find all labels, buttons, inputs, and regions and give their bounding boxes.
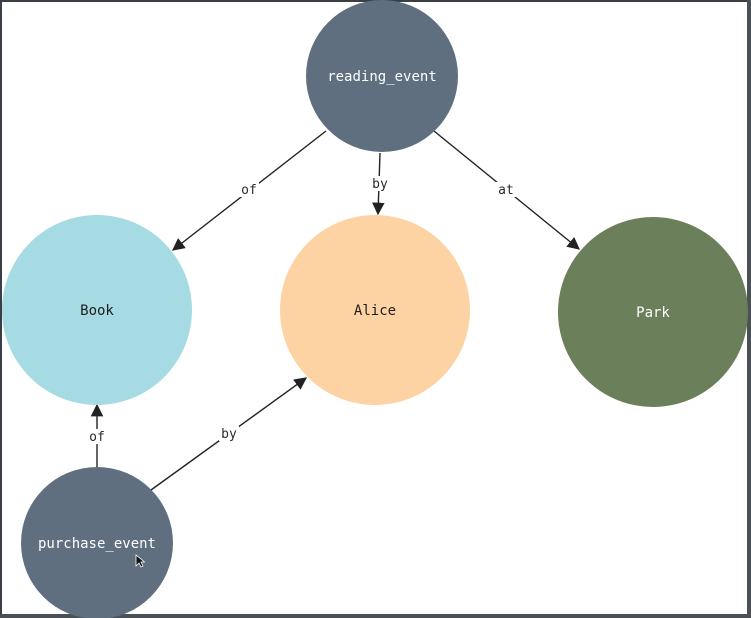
node-label: reading_event <box>327 69 437 85</box>
edge-label-background <box>239 182 259 197</box>
edge-purchase-by-alice: by <box>150 377 308 491</box>
edge-reading-by-alice: by <box>370 152 390 216</box>
mouse-pointer-icon <box>135 554 145 568</box>
node-label: purchase_event <box>38 536 156 552</box>
edge-label-background <box>87 429 107 444</box>
node-reading-event[interactable]: reading_event <box>306 0 458 152</box>
node-circle[interactable] <box>2 215 192 405</box>
node-circle[interactable] <box>280 215 470 405</box>
window-border-right <box>747 0 751 618</box>
edge-label-background <box>496 182 516 197</box>
node-circle[interactable] <box>558 217 748 407</box>
window-border-bottom <box>0 614 751 618</box>
node-circle[interactable] <box>306 0 458 152</box>
edge-label-background <box>219 426 239 441</box>
edges-layer: of by at of by <box>87 130 580 491</box>
edge-label: by <box>372 177 388 192</box>
edge-purchase-of-book: of <box>87 403 107 467</box>
node-alice[interactable]: Alice <box>280 215 470 405</box>
window-border-left <box>0 0 2 618</box>
edge-label: by <box>221 427 237 442</box>
edge-reading-at-park: at <box>433 130 580 250</box>
edge-label: at <box>498 183 514 198</box>
node-circle[interactable] <box>21 467 173 618</box>
node-park[interactable]: Park <box>558 217 748 407</box>
edge-reading-of-book: of <box>172 130 327 251</box>
node-label: Park <box>636 305 670 321</box>
node-label: Book <box>80 303 114 319</box>
edge-label-background <box>370 176 390 191</box>
node-book[interactable]: Book <box>2 215 192 405</box>
edge-label: of <box>89 430 105 445</box>
node-label: Alice <box>354 303 396 319</box>
node-purchase-event[interactable]: purchase_event <box>21 467 173 618</box>
edge-label: of <box>241 183 257 198</box>
